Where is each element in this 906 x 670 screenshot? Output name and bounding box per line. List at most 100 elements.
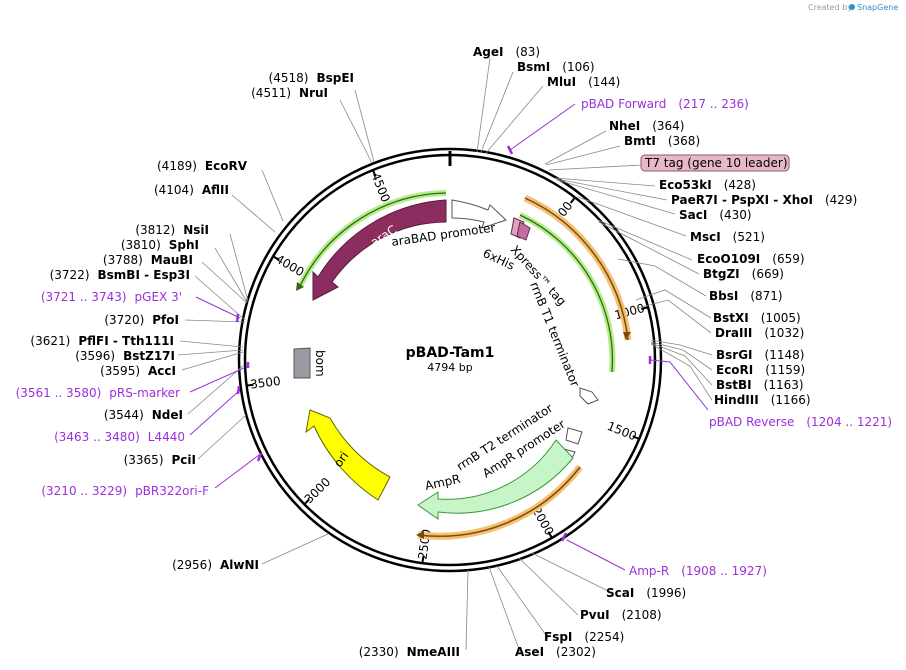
tick-label-3500: 3500 (249, 374, 281, 392)
arac-orf-track (299, 192, 447, 287)
primer-prs-marker: pRS-marker (109, 386, 180, 400)
svg-text:MscI(521): MscI(521) (690, 230, 765, 244)
svg-text:FspI(2254): FspI(2254) (544, 630, 624, 644)
left-site-labels: (4518)BspEI (4511)NruI (4189)EcoRV (4104… (30, 71, 460, 659)
site-acci: AccI (148, 364, 176, 378)
site-asei: AseI (515, 645, 544, 659)
rrnb-t2-terminator-feature (565, 427, 583, 445)
svg-text:(3721 .. 3743)pGEX 3': (3721 .. 3743)pGEX 3' (41, 290, 182, 304)
site-nsii: NsiI (183, 223, 209, 237)
arac-orf-arrowhead (296, 282, 304, 291)
svg-text:BmtI(368): BmtI(368) (624, 134, 700, 148)
svg-text:(3810)SphI: (3810)SphI (121, 238, 199, 252)
svg-text:pBAD Reverse(1204 .. 1221): pBAD Reverse(1204 .. 1221) (709, 415, 892, 429)
site-nrui: NruI (299, 86, 328, 100)
site-ecori: EcoRI (716, 363, 753, 377)
svg-text:(3596)BstZ17I: (3596)BstZ17I (75, 349, 175, 363)
tick-mark-1500 (632, 435, 640, 440)
bom-label: bom (313, 350, 327, 377)
svg-text:AgeI(83): AgeI(83) (473, 45, 540, 59)
site-msci: MscI (690, 230, 721, 244)
site-draiii: DraIII (715, 326, 752, 340)
svg-text:BtgZI(669): BtgZI(669) (703, 267, 784, 281)
svg-text:ScaI(1996): ScaI(1996) (606, 586, 686, 600)
site-agei: AgeI (473, 45, 503, 59)
svg-text:NheI(364): NheI(364) (609, 119, 684, 133)
insert-orf-track (519, 214, 614, 373)
site-bsrgi: BsrGI (716, 348, 753, 362)
primer-marks (235, 145, 652, 542)
site-ecoo109i: EcoO109I (697, 252, 760, 266)
svg-text:(3722)BsmBI - Esp3I: (3722)BsmBI - Esp3I (50, 268, 190, 282)
arac-feature (312, 199, 447, 301)
backbone-outer-ring (237, 147, 663, 573)
svg-text:BstXI(1005): BstXI(1005) (713, 311, 801, 325)
snapgene-brand-label: SnapGene (857, 3, 898, 12)
site-pcii: PciI (172, 453, 197, 467)
site-bsmi: BsmI (517, 60, 550, 74)
site-btgzi: BtgZI (703, 267, 740, 281)
plasmid-name: pBAD-Tam1 (406, 345, 495, 361)
svg-text:(3788)MauBI: (3788)MauBI (103, 253, 193, 267)
svg-text:AseI(2302): AseI(2302) (515, 645, 596, 659)
tick-label-3000: 3000 (302, 475, 334, 506)
primer-pbad-reverse: pBAD Reverse (709, 415, 794, 429)
orf-track-bottom (417, 466, 581, 538)
orf-track-top-arrowhead (623, 332, 631, 340)
svg-text:(2330)NmeAIII: (2330)NmeAIII (359, 645, 460, 659)
svg-text:(3210 .. 3229)pBR322ori-F: (3210 .. 3229)pBR322ori-F (41, 484, 209, 498)
svg-text:(4189)EcoRV: (4189)EcoRV (157, 159, 248, 173)
site-bbsi: BbsI (709, 289, 738, 303)
primer-pbr322ori-f: pBR322ori-F (135, 484, 209, 498)
svg-text:(2956)AlwNI: (2956)AlwNI (172, 558, 259, 572)
svg-text:BstBI(1163): BstBI(1163) (716, 378, 804, 392)
primer-amp-r: Amp-R (629, 564, 669, 578)
svg-text:(3595)AccI: (3595)AccI (100, 364, 176, 378)
svg-text:(4511)NruI: (4511)NruI (251, 86, 328, 100)
tick-mark-500 (569, 196, 576, 204)
svg-text:(3621)PflFI - Tth111I: (3621)PflFI - Tth111I (30, 334, 174, 348)
tick-mark-2000 (547, 531, 553, 539)
primer-l4440: L4440 (148, 430, 185, 444)
site-scai: ScaI (606, 586, 634, 600)
svg-text:PvuI(2108): PvuI(2108) (580, 608, 662, 622)
site-bsmbi: BsmBI - Esp3I (98, 268, 190, 282)
site-bstxi: BstXI (713, 311, 749, 325)
svg-text:(3812)NsiI: (3812)NsiI (135, 223, 209, 237)
tick-mark-4500 (372, 169, 377, 177)
svg-text:BsrGI(1148): BsrGI(1148) (716, 348, 804, 362)
leader-lines (177, 57, 713, 653)
site-mlui: MluI (547, 75, 576, 89)
site-fspi: FspI (544, 630, 572, 644)
site-ecorv: EcoRV (205, 159, 248, 173)
tick-label-4500: 4500 (368, 171, 392, 205)
orf-track-bottom-arrowhead (416, 531, 424, 539)
svg-text:EcoRI(1159): EcoRI(1159) (716, 363, 805, 377)
svg-text:(3463 .. 3480)L4440: (3463 .. 3480)L4440 (54, 430, 185, 444)
primer-pgex-3: pGEX 3' (135, 290, 182, 304)
svg-text:SacI(430): SacI(430) (679, 208, 752, 222)
t7-tag-box (640, 154, 790, 172)
t7-tag-label: T7 tag (gene 10 leader) (644, 156, 788, 170)
ampr-feature (417, 439, 574, 520)
svg-text:(3720)PfoI: (3720)PfoI (104, 313, 179, 327)
primer-labels: pBAD Forward(217 .. 236) pBAD Reverse(12… (16, 97, 892, 578)
site-nmeaiii: NmeAIII (407, 645, 460, 659)
bom-feature (293, 347, 311, 379)
site-bspei: BspEI (316, 71, 354, 85)
site-saci: SacI (679, 208, 707, 222)
tick-label-1500: 1500 (605, 419, 639, 444)
svg-text:MluI(144): MluI(144) (547, 75, 620, 89)
created-by-label: Created by (808, 3, 852, 12)
svg-text:PaeR7I - PspXI - XhoI(429): PaeR7I - PspXI - XhoI(429) (671, 193, 857, 207)
site-paer7i: PaeR7I - PspXI - XhoI (671, 193, 813, 207)
rrnb-t1-terminator-feature (579, 387, 599, 405)
site-bstz17i: BstZ17I (123, 349, 175, 363)
svg-text:(3365)PciI: (3365)PciI (124, 453, 196, 467)
arabad-promoter-feature (451, 199, 507, 229)
snapgene-logo-icon (849, 4, 855, 10)
site-aflii: AflII (202, 183, 229, 197)
svg-text:Amp-R(1908 .. 1927): Amp-R(1908 .. 1927) (629, 564, 767, 578)
site-hindiii: HindIII (714, 393, 759, 407)
